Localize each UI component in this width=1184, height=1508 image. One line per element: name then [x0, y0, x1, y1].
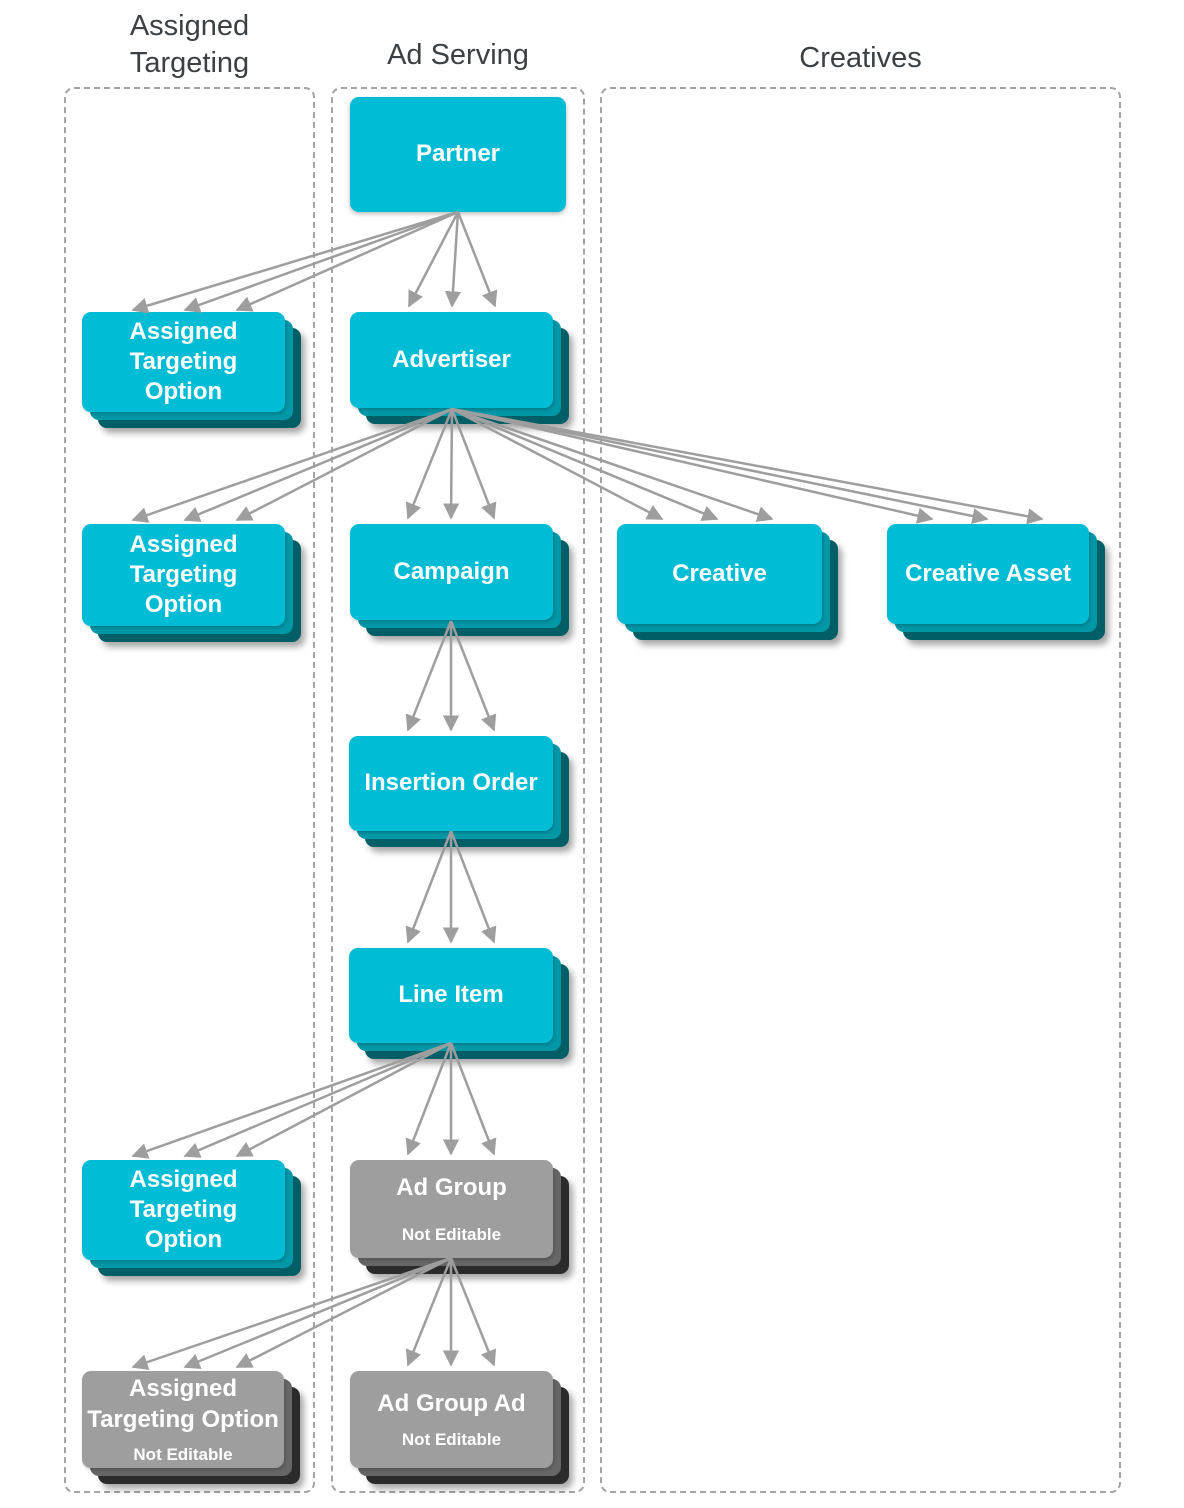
- node-ad-group-ad: Ad Group Ad Not Editable: [350, 1371, 569, 1484]
- node-line-item: Line Item: [349, 948, 569, 1059]
- node-face: Assigned Targeting Option: [82, 312, 285, 412]
- node-face: Assigned Targeting Option: [82, 524, 285, 626]
- node-label: Insertion Order: [364, 769, 538, 797]
- node-label: Ad Group Ad: [377, 1390, 526, 1418]
- column-title-ad-serving: Ad Serving: [387, 39, 529, 71]
- column-title-assigned-targeting: Assigned Targeting: [129, 10, 250, 79]
- node-face: Line Item: [349, 948, 553, 1043]
- node-label: Creative Asset: [905, 559, 1071, 587]
- node-partner: Partner: [350, 97, 566, 212]
- node-face: Partner: [350, 97, 566, 212]
- node-sublabel-not-editable: Not Editable: [401, 1429, 502, 1449]
- node-face: Assigned Targeting Option Not Editable: [82, 1371, 284, 1468]
- node-label: Assigned Targeting Option: [129, 530, 238, 619]
- node-assigned-targeting-option-partner: Assigned Targeting Option: [82, 312, 301, 428]
- node-face: Ad Group Not Editable: [350, 1160, 553, 1258]
- node-advertiser: Advertiser: [350, 312, 569, 424]
- node-label: Campaign: [393, 557, 510, 585]
- node-face: Creative Asset: [887, 524, 1089, 624]
- node-face: Advertiser: [350, 312, 553, 408]
- node-insertion-order: Insertion Order: [349, 736, 569, 847]
- node-assigned-targeting-option-advertiser: Assigned Targeting Option: [82, 524, 301, 642]
- node-face: Campaign: [350, 524, 553, 620]
- node-label: Line Item: [398, 981, 504, 1009]
- column-creatives: [600, 87, 1121, 1493]
- node-face: Creative: [617, 524, 822, 624]
- node-ad-group: Ad Group Not Editable: [350, 1160, 569, 1274]
- node-label: Assigned Targeting Option: [129, 1165, 238, 1254]
- column-title-creatives: Creatives: [799, 42, 922, 74]
- node-face: Insertion Order: [349, 736, 553, 831]
- node-label: Assigned Targeting Option: [129, 317, 238, 406]
- node-creative-asset: Creative Asset: [887, 524, 1105, 640]
- node-face: Assigned Targeting Option: [82, 1160, 285, 1260]
- node-label: Creative: [672, 559, 767, 587]
- node-campaign: Campaign: [350, 524, 569, 636]
- node-sublabel-not-editable: Not Editable: [401, 1225, 502, 1245]
- node-assigned-targeting-option-line-item: Assigned Targeting Option: [82, 1160, 301, 1276]
- column-assigned-targeting: [64, 87, 315, 1493]
- node-label: Partner: [415, 140, 501, 168]
- node-label: Assigned Targeting Option: [87, 1375, 279, 1433]
- node-face: Ad Group Ad Not Editable: [350, 1371, 553, 1468]
- node-label: Ad Group: [396, 1173, 507, 1201]
- node-assigned-targeting-option-ad-group: Assigned Targeting Option Not Editable: [82, 1371, 300, 1484]
- node-sublabel-not-editable: Not Editable: [133, 1444, 233, 1464]
- node-label: Advertiser: [392, 345, 511, 373]
- node-creative: Creative: [617, 524, 838, 640]
- column-ad-serving: [331, 87, 585, 1493]
